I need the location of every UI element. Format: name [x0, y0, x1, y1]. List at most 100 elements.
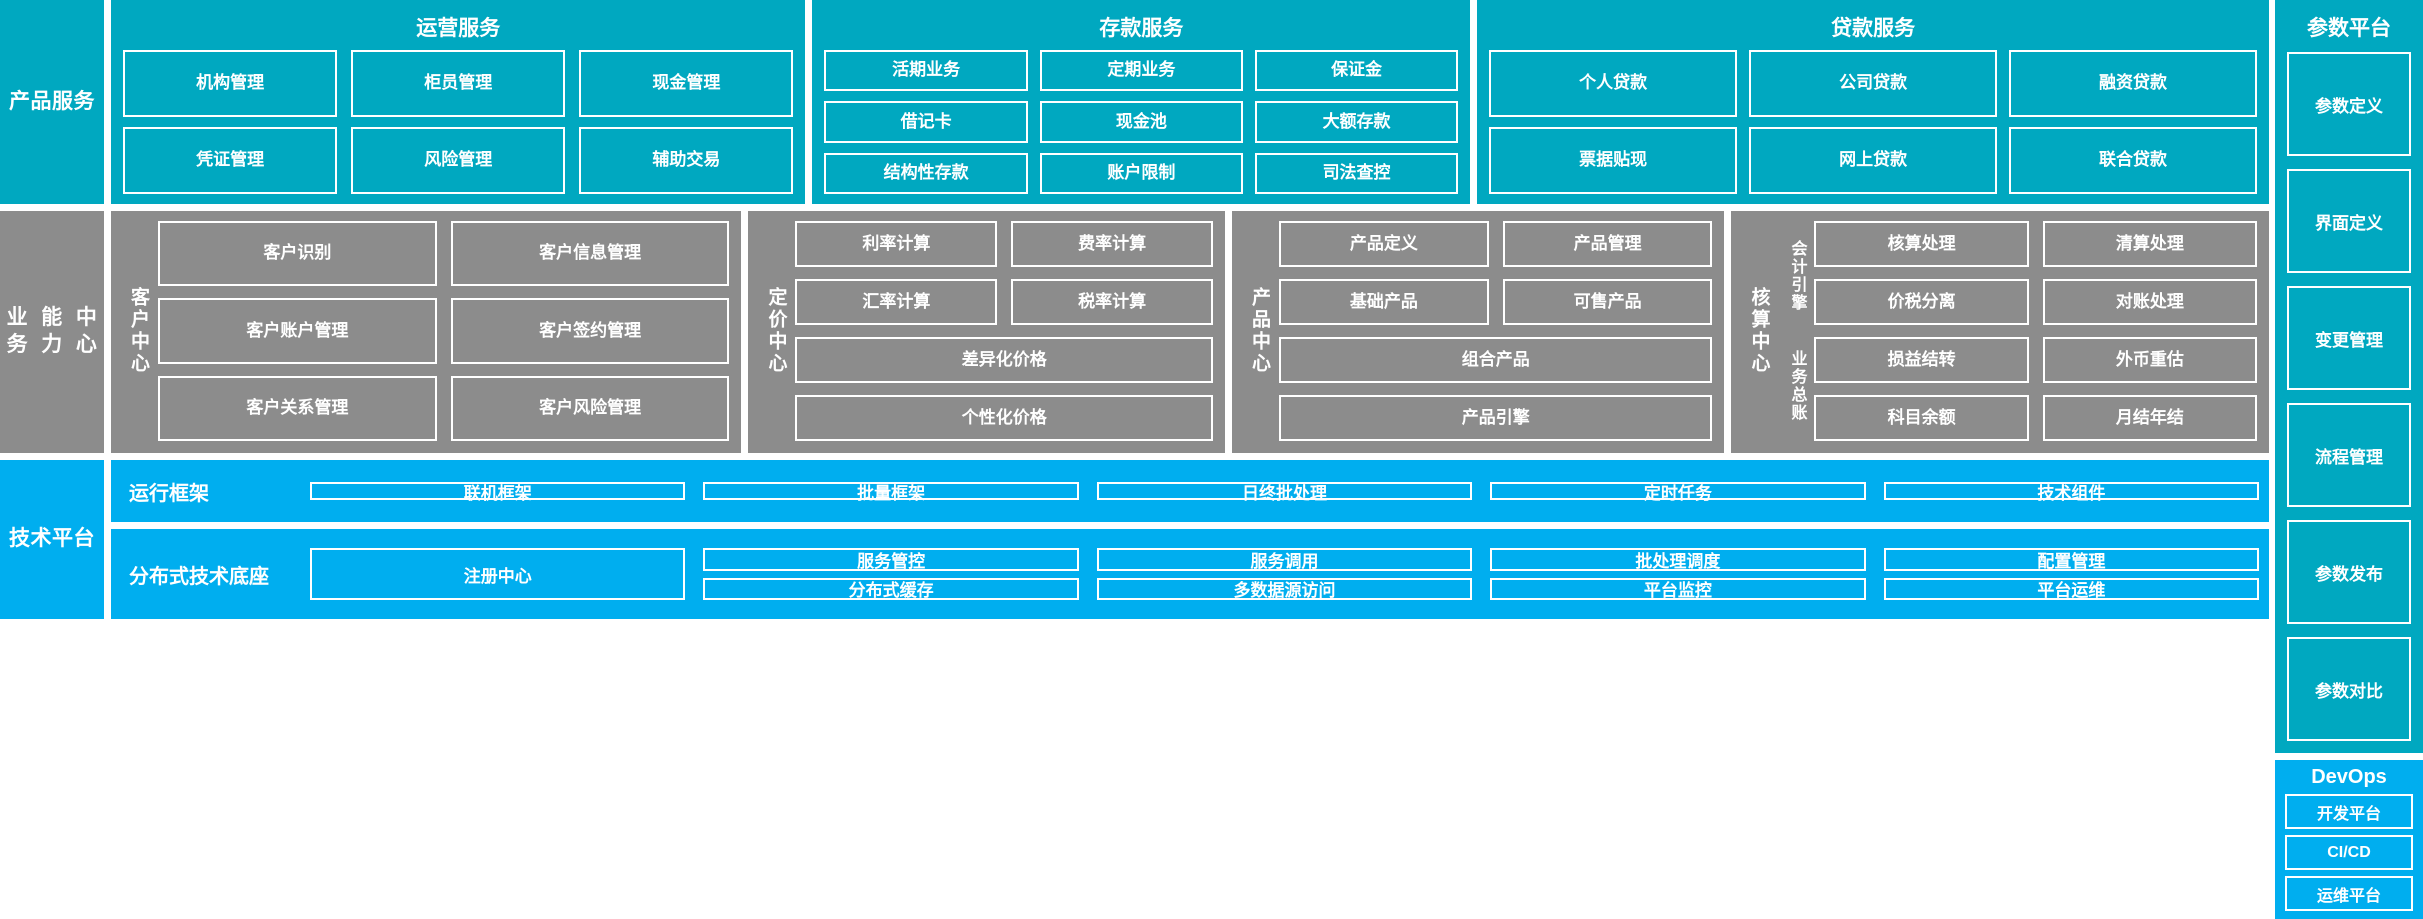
layer-label-line2: 服务 — [52, 89, 95, 113]
tech-item[interactable]: 批处理调度 — [1490, 548, 1866, 571]
service-item[interactable]: 现金池 — [1039, 101, 1243, 143]
tech-column: 配置管理 平台运维 — [1883, 548, 2260, 600]
technical-platform-strips: 运行框架 联机框架 批量框架 日终批处理 定时任务 — [111, 460, 2269, 619]
tech-column: 批量框架 — [703, 482, 1079, 503]
capability-item[interactable]: 清算处理 — [2042, 221, 2257, 267]
service-item[interactable]: 联合贷款 — [2009, 127, 2258, 194]
tech-item[interactable]: 配置管理 — [1883, 548, 2260, 571]
tech-item[interactable]: 服务管控 — [703, 548, 1079, 571]
tech-item[interactable]: 定时任务 — [1490, 482, 1866, 503]
capability-item[interactable]: 核算处理 — [1814, 221, 2029, 267]
tech-item[interactable]: 服务调用 — [1096, 548, 1473, 571]
capability-item[interactable]: 汇率计算 — [795, 279, 998, 325]
capability-item[interactable]: 外币重估 — [2042, 337, 2257, 383]
center-product: 产品中心 产品定义 产品管理 基础产品 可售产品 组合产品 — [1231, 211, 1725, 453]
layer-product-service: 产品 服务 运营服务 机构管理 柜员管理 现金管理 凭证管理 — [0, 0, 2270, 204]
service-item[interactable]: 活期业务 — [824, 50, 1028, 92]
service-item[interactable]: 辅助交易 — [579, 127, 794, 194]
layer-label-line1: 技术 — [9, 527, 52, 551]
parameter-item[interactable]: 参数对比 — [2287, 637, 2411, 741]
center-accounting: 核算中心 会计引擎 业务总账 核算处理 清算处理 — [1731, 211, 2269, 453]
service-item[interactable]: 司法查控 — [1254, 152, 1459, 194]
capability-item[interactable]: 基础产品 — [1278, 279, 1489, 325]
service-item[interactable]: 账户限制 — [1039, 152, 1243, 194]
loan-service-row-3: 票据贴现 网上贷款 联合贷款 — [1489, 127, 2258, 194]
service-item[interactable]: 风险管理 — [351, 127, 566, 194]
capability-item[interactable]: 利率计算 — [795, 221, 998, 267]
panel-devops: DevOps 开发平台 CI/CD 运维平台 — [2275, 760, 2423, 919]
service-item[interactable]: 票据贴现 — [1489, 127, 1738, 194]
capability-item[interactable]: 客户账户管理 — [158, 298, 437, 364]
tech-column: 日终批处理 — [1096, 482, 1473, 503]
capability-item[interactable]: 客户签约管理 — [450, 298, 730, 364]
center-customer: 客户中心 客户识别 客户信息管理 客户账户管理 客户签约管理 客户关系管理 客户 — [111, 211, 742, 453]
capability-item-wide[interactable]: 差异化价格 — [795, 337, 1213, 383]
service-item[interactable]: 结构性存款 — [824, 152, 1028, 194]
parameter-item[interactable]: 参数定义 — [2287, 52, 2411, 156]
service-item[interactable]: 定期业务 — [1039, 50, 1243, 92]
product-center-row-1: 产品定义 产品管理 — [1278, 221, 1713, 267]
capability-item[interactable]: 客户识别 — [158, 221, 437, 287]
capability-item[interactable]: 客户关系管理 — [158, 375, 437, 441]
product-service-blocks: 运营服务 机构管理 柜员管理 现金管理 凭证管理 风险管理 辅助交易 — [111, 0, 2270, 204]
accounting-sublabel-engine-wrap: 会计引擎 — [1778, 221, 1814, 331]
service-item[interactable]: 柜员管理 — [351, 50, 566, 117]
capability-item[interactable]: 费率计算 — [1011, 221, 1213, 267]
tech-item[interactable]: 技术组件 — [1883, 482, 2260, 503]
service-item[interactable]: 借记卡 — [824, 101, 1028, 143]
capability-item[interactable]: 科目余额 — [1814, 395, 2029, 441]
center-pricing: 定价中心 利率计算 费率计算 汇率计算 税率计算 差异化价格 — [748, 211, 1225, 453]
devops-item[interactable]: 运维平台 — [2285, 876, 2413, 911]
customer-center-row-3: 客户关系管理 客户风险管理 — [158, 375, 730, 441]
strip-title-runtime-framework: 运行框架 — [129, 482, 209, 505]
tech-item[interactable]: 日终批处理 — [1096, 482, 1473, 503]
tech-item[interactable]: 分布式缓存 — [703, 577, 1079, 600]
service-item[interactable]: 大额存款 — [1254, 101, 1459, 143]
customer-center-row-2: 客户账户管理 客户签约管理 — [158, 298, 730, 364]
capability-item[interactable]: 月结年结 — [2042, 395, 2257, 441]
layer-label-line3: 中心 — [75, 306, 98, 356]
tech-item[interactable]: 批量框架 — [703, 482, 1079, 503]
tech-column: 服务管控 分布式缓存 — [703, 548, 1079, 600]
devops-item[interactable]: CI/CD — [2285, 835, 2413, 870]
service-item[interactable]: 凭证管理 — [123, 127, 338, 194]
layer-label-line2: 平台 — [52, 527, 95, 551]
capability-item[interactable]: 可售产品 — [1502, 279, 1713, 325]
tech-item[interactable]: 平台监控 — [1490, 577, 1866, 600]
service-item[interactable]: 网上贷款 — [1749, 127, 1998, 194]
parameter-item[interactable]: 变更管理 — [2287, 286, 2411, 390]
center-label-accounting: 核算中心 — [1748, 287, 1770, 375]
service-item[interactable]: 现金管理 — [579, 50, 794, 117]
layer-label-technical-platform: 技术 平台 — [0, 460, 104, 619]
capability-item-wide[interactable]: 产品引擎 — [1278, 395, 1713, 441]
capability-item-wide[interactable]: 组合产品 — [1278, 337, 1713, 383]
capability-item[interactable]: 产品定义 — [1278, 221, 1489, 267]
parameter-item[interactable]: 参数发布 — [2287, 520, 2411, 624]
loan-service-grid: 个人贷款 公司贷款 融资贷款 票据贴现 网上贷款 联合贷款 — [1489, 50, 2258, 194]
tech-item[interactable]: 多数据源访问 — [1096, 577, 1473, 600]
capability-item[interactable]: 价税分离 — [1814, 279, 2029, 325]
capability-item-wide[interactable]: 个性化价格 — [795, 395, 1213, 441]
tech-item[interactable]: 注册中心 — [310, 548, 686, 600]
capability-item[interactable]: 客户信息管理 — [450, 221, 730, 287]
capability-item[interactable]: 客户风险管理 — [450, 375, 730, 441]
service-item[interactable]: 机构管理 — [123, 50, 338, 117]
customer-center-row-1: 客户识别 客户信息管理 — [158, 221, 730, 287]
tech-item[interactable]: 平台运维 — [1883, 577, 2260, 600]
accounting-center-row-4: 科目余额 月结年结 — [1814, 395, 2257, 441]
service-item[interactable]: 公司贷款 — [1749, 50, 1998, 117]
service-item[interactable]: 融资贷款 — [2009, 50, 2258, 117]
block-title-deposit-service: 存款服务 — [1099, 17, 1184, 40]
service-item[interactable]: 个人贷款 — [1489, 50, 1738, 117]
parameter-item[interactable]: 界面定义 — [2287, 169, 2411, 273]
tech-item[interactable]: 联机框架 — [310, 482, 686, 503]
capability-item[interactable]: 税率计算 — [1011, 279, 1213, 325]
accounting-center-row-1: 核算处理 清算处理 — [1814, 221, 2257, 267]
parameter-item[interactable]: 流程管理 — [2287, 403, 2411, 507]
capability-item[interactable]: 损益结转 — [1814, 337, 2029, 383]
tech-column: 联机框架 — [310, 482, 686, 503]
service-item[interactable]: 保证金 — [1254, 50, 1459, 92]
devops-item[interactable]: 开发平台 — [2285, 794, 2413, 829]
capability-item[interactable]: 产品管理 — [1502, 221, 1713, 267]
capability-item[interactable]: 对账处理 — [2042, 279, 2257, 325]
